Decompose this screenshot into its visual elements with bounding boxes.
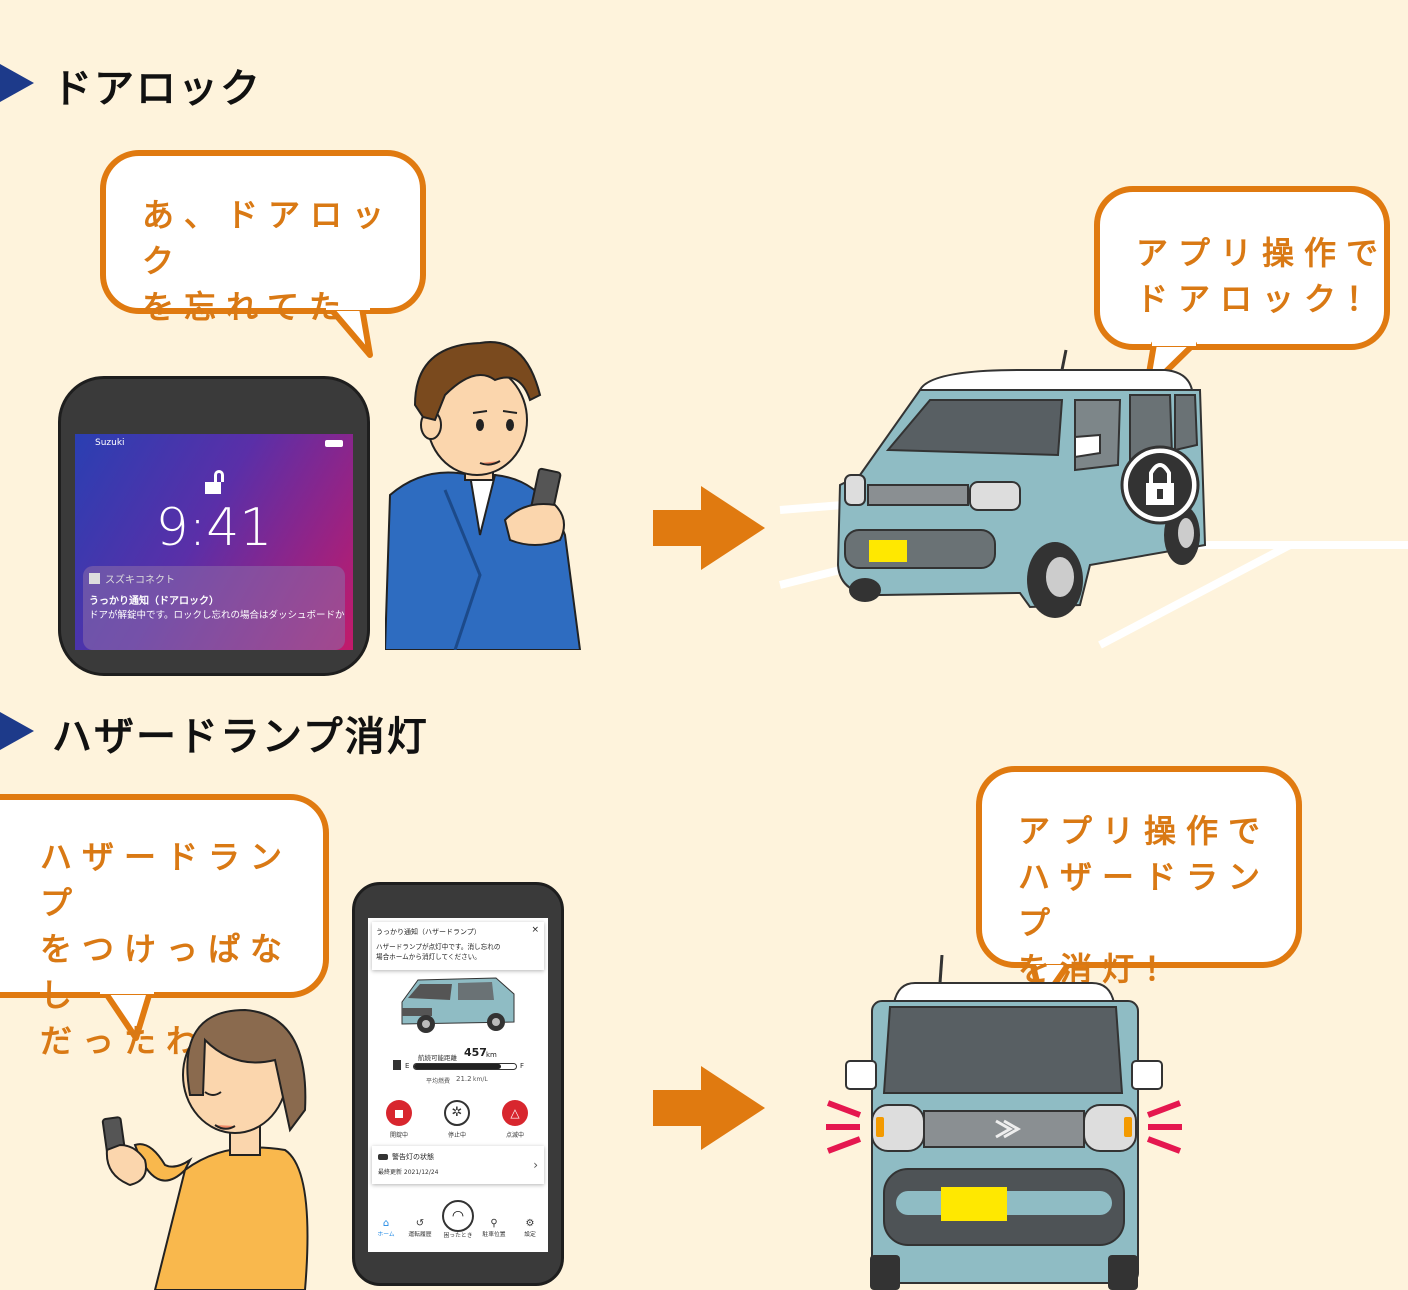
- carrier-label: Suzuki: [95, 438, 125, 448]
- nav-history[interactable]: ↺ 運転履歴: [402, 1218, 438, 1238]
- arrow-right-icon: [653, 1066, 765, 1150]
- hazard-icon: △: [502, 1100, 528, 1126]
- fuel-empty-label: E: [405, 1062, 410, 1070]
- section-marker-icon: [0, 712, 34, 750]
- range-label: 航続可能距離: [418, 1054, 457, 1062]
- map-pin-icon: ⚲: [490, 1218, 498, 1229]
- control-label: 開錠中: [389, 1132, 408, 1139]
- bubble-line: ハザードランプ: [1018, 858, 1271, 942]
- gear-icon: ⚙: [525, 1218, 535, 1229]
- range-unit: km: [486, 1051, 497, 1059]
- man-using-phone-illustration: [385, 325, 585, 650]
- smartphone-app-screen: うっかり通知（ハザードランプ） × ハザードランプが点灯中です。消し忘れの 場合…: [352, 882, 564, 1286]
- nav-settings[interactable]: ⚙ 設定: [512, 1218, 548, 1238]
- notification-body-line1: ハザードランプが点灯中です。消し忘れの: [376, 943, 501, 951]
- notification-title: うっかり通知（ドアロック）: [89, 596, 219, 607]
- section-title-hazard-off: ハザードランプ消灯: [52, 714, 429, 760]
- bubble-line: だったわ: [40, 1022, 209, 1060]
- warning-light-card[interactable]: 警告灯の状態 最終更新 2021/12/24 ›: [372, 1146, 544, 1184]
- ac-control[interactable]: ✲ 停止中: [442, 1100, 472, 1142]
- avg-fuel-value: 21.2: [456, 1075, 472, 1083]
- woman-using-phone-illustration: [95, 1000, 325, 1290]
- nav-label: 駐車位置: [482, 1232, 506, 1238]
- speech-bubble-app-lock: アプリ操作で ドアロック！: [1094, 186, 1394, 396]
- fuel-gauge: [413, 1063, 517, 1070]
- control-label: 停止中: [447, 1132, 466, 1139]
- bubble-line: ドアロック！: [1136, 280, 1389, 318]
- clock-time: 9:41: [155, 498, 273, 558]
- avg-fuel-label: 平均燃費: [426, 1078, 451, 1085]
- nav-parking[interactable]: ⚲ 駐車位置: [476, 1218, 512, 1238]
- lockscreen-display: Suzuki 9:41 スズキコネクト うっかり通知（ドアロック） ドアが解錠中…: [75, 434, 353, 650]
- bubble-line: あ、ドアロック: [142, 196, 395, 280]
- section-marker-icon: [0, 64, 34, 102]
- bubble-line: ハザードランプ: [40, 838, 293, 922]
- warning-title: 警告灯の状態: [392, 1153, 434, 1161]
- home-icon: ⌂: [382, 1218, 390, 1229]
- nav-label: ホーム: [377, 1232, 395, 1238]
- fuel-pump-icon: [393, 1060, 401, 1070]
- avg-fuel-unit: km/L: [473, 1076, 488, 1083]
- speech-bubble-hazard-left-on: ハザードランプ をつけっぱなし だったわ: [0, 794, 330, 1060]
- bubble-line: を忘れてた: [142, 288, 352, 326]
- control-label: 点滅中: [505, 1132, 524, 1139]
- car-icon: [378, 1154, 388, 1160]
- bubble-line: アプリ操作で: [1136, 234, 1389, 272]
- range-value: 457: [464, 1046, 487, 1059]
- car-thumbnail-image: [396, 974, 520, 1036]
- smartphone-lockscreen: Suzuki 9:41 スズキコネクト うっかり通知（ドアロック） ドアが解錠中…: [58, 376, 370, 676]
- car-three-quarter-illustration: [770, 345, 1408, 650]
- fuel-full-label: F: [520, 1062, 525, 1070]
- in-app-notification[interactable]: うっかり通知（ハザードランプ） × ハザードランプが点灯中です。消し忘れの 場合…: [372, 922, 544, 970]
- door-lock-control[interactable]: 開錠中: [384, 1100, 414, 1142]
- notification-body: ドアが解錠中です。ロックし忘れの場合はダッシュボードか: [89, 610, 345, 621]
- notification-body-line2: 場合ホームから消灯してください。: [376, 953, 481, 961]
- bubble-line: をつけっぱなし: [40, 930, 293, 1014]
- warning-updated: 最終更新 2021/12/24: [378, 1169, 439, 1176]
- arrow-right-icon: [653, 486, 765, 570]
- speech-bubble-app-hazard-off: アプリ操作で ハザードランプ を消灯！: [976, 766, 1306, 1006]
- car-front-illustration: [820, 955, 1188, 1290]
- bubble-line: アプリ操作で: [1018, 812, 1271, 850]
- nav-help[interactable]: 困ったとき: [440, 1230, 476, 1239]
- notification-title: うっかり通知（ハザードランプ）: [376, 928, 481, 936]
- hazard-control[interactable]: △ 点滅中: [500, 1100, 530, 1142]
- speech-bubble-forgot-lock: あ、ドアロック を忘れてた: [100, 150, 430, 360]
- notification-app-name: スズキコネクト: [105, 575, 175, 586]
- nav-label: 困ったとき: [443, 1233, 473, 1239]
- nav-home[interactable]: ⌂ ホーム: [368, 1218, 404, 1238]
- help-button[interactable]: ◠: [442, 1200, 474, 1232]
- unlocked-padlock-icon: [205, 470, 229, 496]
- history-icon: ↺: [415, 1218, 425, 1229]
- chevron-right-icon: ›: [533, 1158, 538, 1172]
- section-title-door-lock: ドアロック: [52, 66, 262, 112]
- close-icon[interactable]: ×: [531, 925, 539, 935]
- lockscreen-notification[interactable]: スズキコネクト うっかり通知（ドアロック） ドアが解錠中です。ロックし忘れの場合…: [83, 566, 345, 650]
- nav-label: 設定: [524, 1232, 536, 1238]
- app-icon: [89, 573, 100, 584]
- app-screen: うっかり通知（ハザードランプ） × ハザードランプが点灯中です。消し忘れの 場合…: [368, 918, 548, 1252]
- bubble-line: を消灯！: [1018, 950, 1187, 988]
- bottom-navigation: ◠ ⌂ ホーム ↺ 運転履歴 困ったとき ⚲ 駐車位置 ⚙ 設定: [368, 1200, 548, 1252]
- nav-label: 運転履歴: [408, 1232, 432, 1238]
- fan-icon: ✲: [444, 1100, 470, 1126]
- battery-icon: [325, 440, 343, 447]
